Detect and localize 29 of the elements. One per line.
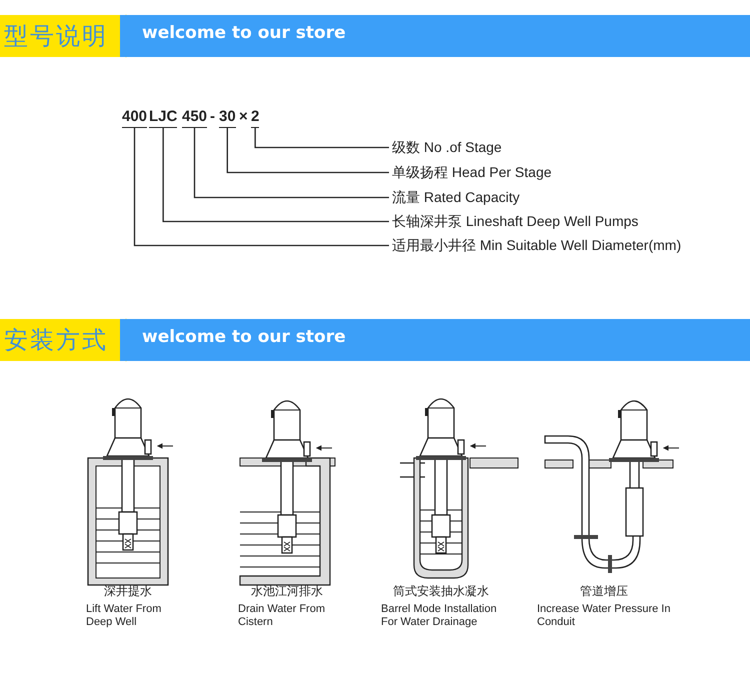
leader-line bbox=[162, 128, 389, 222]
description-text: 单级扬程 Head Per Stage bbox=[392, 164, 552, 181]
caption-text: Drain Water From Cistern bbox=[238, 603, 326, 629]
leader-line bbox=[254, 128, 389, 148]
model-code-segment: 2 bbox=[251, 108, 260, 128]
model-code-segment: 30 bbox=[219, 108, 236, 128]
leader-line bbox=[134, 128, 389, 246]
model-code-segment: 450 bbox=[182, 108, 208, 128]
description-text: 长轴深井泵 Lineshaft Deep Well Pumps bbox=[392, 213, 638, 230]
section-heading: 型号说明 bbox=[4, 23, 108, 52]
caption-heading: 深井提水 bbox=[103, 583, 153, 600]
description-text: 级数 No .of Stage bbox=[392, 139, 502, 156]
leader-line bbox=[194, 128, 389, 198]
section-heading: 安装方式 bbox=[4, 326, 108, 356]
model-code-segment: LJC bbox=[149, 108, 178, 128]
leader-line bbox=[226, 128, 389, 174]
caption-heading: 水池江河排水 bbox=[250, 583, 324, 600]
caption-text: Barrel Mode Installation For Water Drainage bbox=[381, 603, 498, 629]
banner-text: welcome to our store bbox=[142, 327, 346, 347]
caption-heading: 管道增压 bbox=[579, 583, 629, 600]
model-code-segment: 400 bbox=[122, 108, 148, 128]
code-symbol: - bbox=[210, 108, 215, 126]
banner-text: welcome to our store bbox=[142, 23, 346, 43]
caption-text: Increase Water Pressure In Conduit bbox=[537, 603, 671, 629]
code-symbol: × bbox=[239, 108, 248, 126]
description-text: 流量 Rated Capacity bbox=[392, 189, 520, 206]
description-text: 适用最小井径 Min Suitable Well Diameter(mm) bbox=[392, 237, 682, 254]
caption-heading: 筒式安装抽水凝水 bbox=[392, 583, 490, 600]
caption-text: Lift Water From Deep Well bbox=[86, 603, 162, 629]
